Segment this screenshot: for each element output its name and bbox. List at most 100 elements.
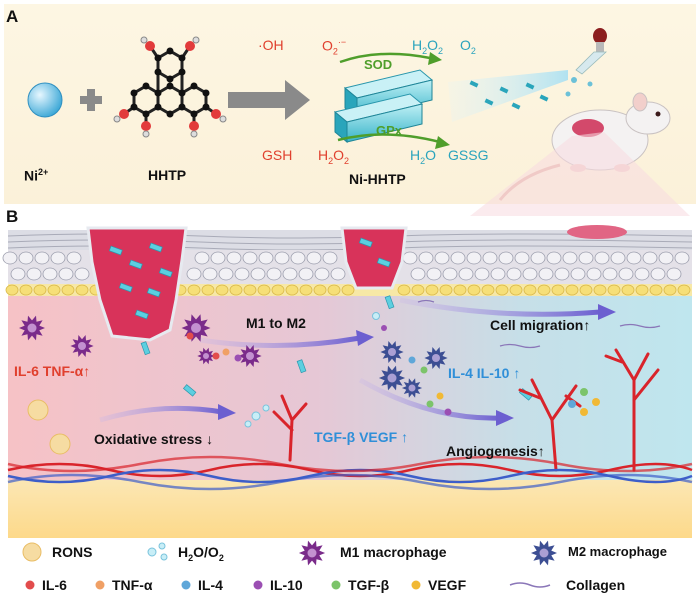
legend-m1-label: M1 macrophage (340, 544, 447, 560)
basal-cell (495, 284, 509, 296)
ni-ion-sphere (27, 82, 63, 118)
basal-cell (481, 284, 495, 296)
basal-cell (663, 284, 677, 296)
keratinocyte (322, 251, 338, 265)
keratinocyte (242, 251, 258, 265)
flow-arrow-m1-m2 (199, 335, 361, 349)
keratinocyte (650, 267, 666, 281)
m2-macrophage (424, 347, 448, 369)
legend-background (4, 538, 696, 606)
keratinocyte (674, 251, 690, 265)
basal-cell (47, 284, 61, 296)
blood-vessels (272, 348, 660, 472)
keratinocyte (482, 251, 498, 265)
keratinocyte (434, 251, 450, 265)
ni-hhtp-crystals (333, 69, 434, 144)
zoom-funnel (470, 132, 690, 216)
wound-large (86, 226, 188, 342)
legend-vegf-label: VEGF (428, 577, 467, 593)
keratinocyte (442, 267, 458, 281)
keratinocyte (610, 251, 626, 265)
keratinocyte (626, 251, 642, 265)
keratinocyte (642, 251, 658, 265)
gssg-label: GSSG (448, 147, 489, 163)
subcutaneous-layer (8, 480, 692, 538)
basal-cell (229, 284, 243, 296)
gpx-label: GPx (376, 123, 403, 138)
basal-cell (215, 284, 229, 296)
legend-m2-label: M2 macrophage (568, 544, 667, 559)
collagen-fibers (417, 299, 661, 349)
m1-macrophage (19, 315, 45, 341)
legend-tgfb-label: TGF-β (348, 577, 390, 593)
dermal-fibers (7, 455, 693, 491)
basal-cell (285, 284, 299, 296)
keratinocyte (530, 251, 546, 265)
keratinocyte (418, 251, 434, 265)
legend-icons (22, 542, 551, 590)
basal-cell (551, 284, 565, 296)
keratinocyte (282, 267, 298, 281)
legend-il4-label: IL-4 (198, 577, 223, 593)
keratinocyte (42, 267, 58, 281)
legend-macrophages (298, 540, 557, 566)
flow-arrow-oxidative (99, 405, 223, 423)
legend-rons-label: RONS (52, 544, 93, 560)
keratinocyte (554, 267, 570, 281)
basal-cell (425, 284, 439, 296)
o2-product-label: O2 (460, 37, 476, 56)
keratinocyte (266, 267, 282, 281)
keratinocyte (194, 251, 210, 265)
flow-arrow-angiogenesis (358, 377, 501, 421)
basal-cell (299, 284, 313, 296)
keratinocyte (50, 251, 66, 265)
keratinocyte (410, 267, 426, 281)
basal-cell (523, 284, 537, 296)
keratinocyte (274, 251, 290, 265)
wound-healed (567, 225, 627, 239)
keratinocyte (66, 251, 82, 265)
ni-hhtp-label: Ni-HHTP (349, 171, 406, 187)
keratinocyte-grid (2, 251, 690, 281)
keratinocyte (402, 251, 418, 265)
basal-cell (341, 284, 355, 296)
keratinocyte (634, 267, 650, 281)
basal-cell (397, 284, 411, 296)
basal-cell (271, 284, 285, 296)
keratinocyte (546, 251, 562, 265)
keratinocyte (522, 267, 538, 281)
basal-cell (5, 284, 19, 296)
dropper-icon (565, 28, 608, 97)
keratinocyte (234, 267, 250, 281)
cytokine-dots (186, 312, 600, 428)
synthesis-arrow (228, 80, 310, 120)
legend-tnfa-label: TNF-α (112, 577, 153, 593)
legend-h2o-o2-label: H2O/O2 (178, 544, 224, 563)
basal-cell (565, 284, 579, 296)
basal-cell (75, 284, 89, 296)
sod-reaction-arrow (339, 52, 431, 64)
basal-cell (467, 284, 481, 296)
keratinocyte (562, 251, 578, 265)
keratinocyte (330, 267, 346, 281)
basal-cell (607, 284, 621, 296)
keratinocyte (26, 267, 42, 281)
keratinocyte (666, 267, 682, 281)
keratinocyte (250, 267, 266, 281)
keratinocyte (290, 251, 306, 265)
keratinocyte (226, 251, 242, 265)
legend-il6-label: IL-6 (42, 577, 67, 593)
hydroxyl-radical-label: ·OH (258, 37, 284, 53)
keratinocyte (58, 267, 74, 281)
hhtp-atoms (113, 36, 227, 138)
keratinocyte (538, 267, 554, 281)
legend-il10-label: IL-10 (270, 577, 303, 593)
keratinocyte (210, 251, 226, 265)
cell-migration-label: Cell migration↑ (490, 317, 591, 333)
oxidative-stress-label: Oxidative stress ↓ (94, 431, 214, 447)
gsh-label: GSH (262, 147, 293, 163)
basal-cell (411, 284, 425, 296)
keratinocyte (506, 267, 522, 281)
m2-macrophage (401, 378, 423, 398)
